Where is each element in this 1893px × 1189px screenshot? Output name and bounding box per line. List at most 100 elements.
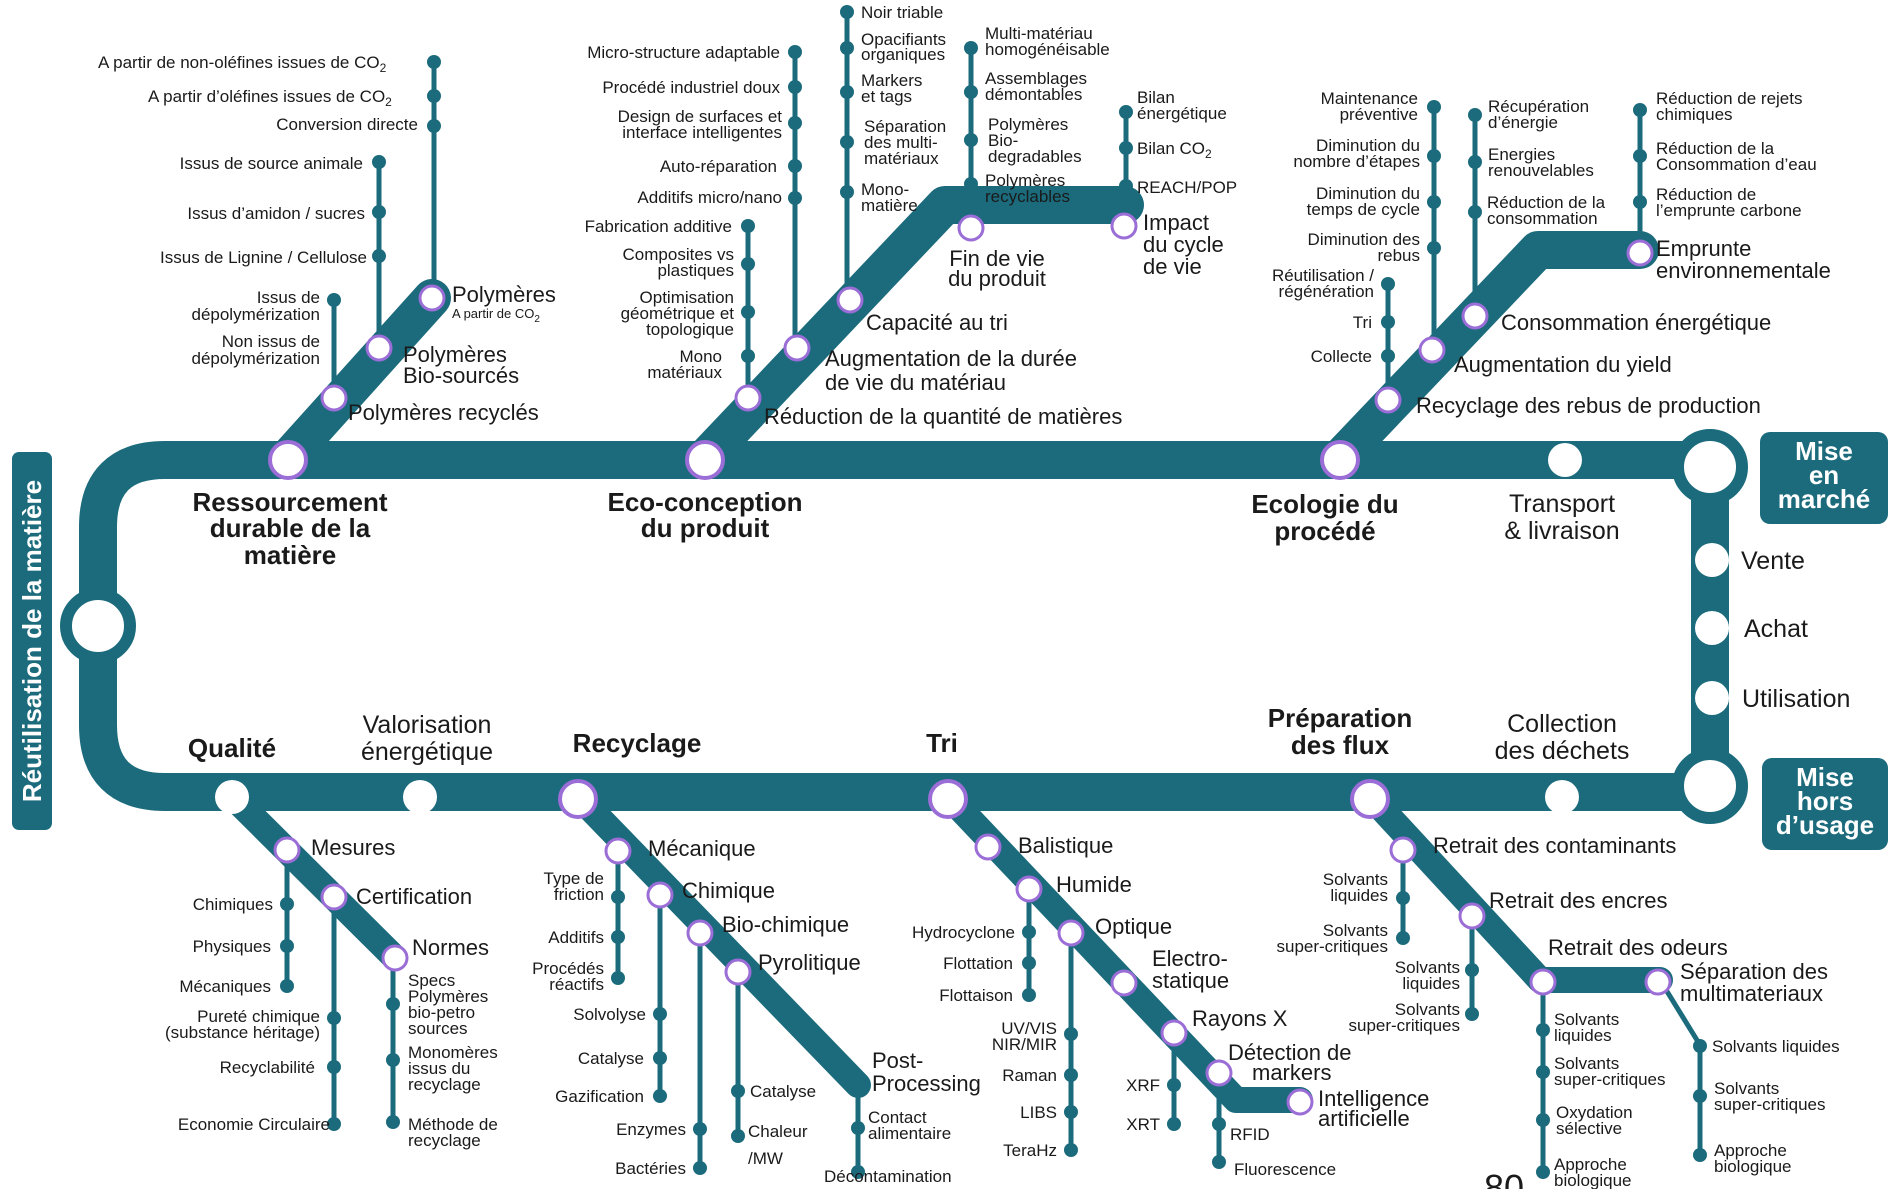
- label-directe: Conversion directe: [276, 115, 418, 134]
- label-contact-1: Contact: [868, 1108, 927, 1127]
- label-bio-1b: biologique: [1554, 1171, 1632, 1189]
- label-mono-mat-2: matériaux: [647, 363, 722, 382]
- ressourcement-branch-labels: Polymères recyclés Polymères Bio-sourcés…: [348, 282, 556, 425]
- mise-label-2: en: [1809, 460, 1839, 490]
- qualite-right-labels: Specs Polymères bio-petro sources Monomè…: [408, 971, 498, 1150]
- label-oxydation-1: Oxydation: [1556, 1103, 1633, 1122]
- station-transport-1: Transport: [1509, 490, 1615, 518]
- tri-left-labels: Hydrocyclone Flottation Flottaison UV/VI…: [912, 923, 1160, 1160]
- ecoconception-right-labels: Noir triable Opacifiants organiques Mark…: [861, 3, 1237, 215]
- label-purete-2: (substance héritage): [165, 1023, 320, 1042]
- label-rebus-production: Recyclage des rebus de production: [1416, 393, 1761, 418]
- qualite-branch-track: [219, 783, 408, 971]
- label-type-friction-1: Type de: [544, 869, 605, 888]
- label-normes: Normes: [412, 935, 489, 960]
- label-specs-3: bio-petro: [408, 1003, 475, 1022]
- label-opacifiants-1: Opacifiants: [861, 30, 946, 49]
- label-diminution-temps-1: Diminution du: [1316, 184, 1420, 203]
- label-electro-2: statique: [1152, 968, 1229, 993]
- label-biodegradables-3: degradables: [988, 147, 1082, 166]
- label-solv-sc-3b: super-critiques: [1554, 1070, 1666, 1089]
- label-reutilisation-1: Réutilisation /: [1272, 266, 1374, 285]
- label-humide: Humide: [1056, 872, 1132, 897]
- label-collecte: Collecte: [1311, 347, 1372, 366]
- label-solv-sc-4b: super-critiques: [1714, 1095, 1826, 1114]
- label-xrt: XRT: [1126, 1115, 1160, 1134]
- label-assemblages-2: démontables: [985, 85, 1082, 104]
- label-methode-1: Méthode de: [408, 1115, 498, 1134]
- ecologie-right-labels: Récupération d’énergie Energies renouvel…: [1487, 89, 1817, 228]
- ecologie-left-labels: Réutilisation / régénération Tri Collect…: [1272, 89, 1420, 366]
- label-monomatiere-1: Mono-: [861, 180, 909, 199]
- label-eau-2: Consommation d’eau: [1656, 155, 1817, 174]
- label-procede-doux: Procédé industriel doux: [602, 78, 780, 97]
- label-procedes-2: réactifs: [549, 975, 604, 994]
- label-solvolyse: Solvolyse: [573, 1005, 646, 1024]
- label-capacite-tri: Capacité au tri: [866, 310, 1008, 335]
- label-polymeres-recycles: Polymères recyclés: [348, 400, 539, 425]
- label-fluorescence: Fluorescence: [1234, 1160, 1336, 1179]
- sub-stations: [280, 5, 1707, 1179]
- label-xrf: XRF: [1126, 1076, 1160, 1095]
- tri-branch-track: [935, 783, 1313, 1113]
- label-chaleur-2: /MW: [748, 1149, 783, 1168]
- label-methode-2: recyclage: [408, 1131, 481, 1150]
- label-gazification: Gazification: [555, 1087, 644, 1106]
- station-ecoconception-2: du produit: [641, 513, 770, 543]
- tri-right-labels: RFID Fluorescence: [1230, 1125, 1336, 1179]
- label-maintenance-2: préventive: [1340, 105, 1418, 124]
- label-monomatiere-2: matière: [861, 196, 918, 215]
- label-certification: Certification: [356, 884, 472, 909]
- station-ressourcement-1: Ressourcement: [192, 487, 387, 517]
- station-tri: Tri: [926, 728, 958, 758]
- label-empreinte-2: environnementale: [1656, 258, 1831, 283]
- station-achat: Achat: [1744, 615, 1808, 643]
- label-recyclables-1: Polymères: [985, 171, 1065, 190]
- label-consommation-energetique: Consommation énergétique: [1501, 310, 1771, 335]
- label-markers-2: et tags: [861, 87, 912, 106]
- label-solv-sc-1b: super-critiques: [1277, 937, 1389, 956]
- label-oxydation-2: sélective: [1556, 1119, 1622, 1138]
- label-recup-energie-1: Récupération: [1488, 97, 1589, 116]
- label-olefines: A partir d’oléfines issues de CO2: [148, 87, 392, 109]
- label-rfid: RFID: [1230, 1125, 1270, 1144]
- label-markers-1: Markers: [861, 71, 922, 90]
- label-postprocessing-1: Post-: [872, 1048, 923, 1073]
- mise-en-marche-badge: Mise en marché: [1760, 432, 1888, 524]
- label-recyclabilite: Recyclabilité: [220, 1058, 315, 1077]
- station-collection-1: Collection: [1507, 710, 1617, 738]
- label-terahz: TeraHz: [1003, 1141, 1057, 1160]
- label-eco-tri: Tri: [1353, 313, 1372, 332]
- label-chimiques: Chimiques: [193, 895, 273, 914]
- label-specs-4: sources: [408, 1019, 468, 1038]
- label-impact-1: Impact: [1143, 210, 1209, 235]
- label-solv-liq-1b: liquides: [1330, 886, 1388, 905]
- recyclage-left-labels: Type de friction Additifs Procédés réact…: [532, 869, 686, 1178]
- label-recup-energie-2: d’énergie: [1488, 113, 1558, 132]
- main-station-labels: Ressourcement durable de la matière Eco-…: [188, 487, 1412, 763]
- station-transport-2: & livraison: [1504, 517, 1619, 545]
- label-biosources-1: Polymères: [403, 342, 507, 367]
- label-flottaison: Flottaison: [939, 986, 1013, 1005]
- label-postprocessing-2: Processing: [872, 1071, 981, 1096]
- label-fabrication: Fabrication additive: [585, 217, 732, 236]
- label-lignine: Issus de Lignine / Cellulose: [160, 248, 367, 267]
- label-solv-liq-3b: liquides: [1554, 1026, 1612, 1045]
- label-raman: Raman: [1002, 1066, 1057, 1085]
- label-purete-1: Pureté chimique: [197, 1007, 320, 1026]
- label-rejets-2: chimiques: [1656, 105, 1733, 124]
- label-carbone-1: Réduction de: [1656, 185, 1756, 204]
- label-duree-1: Augmentation de la durée: [825, 346, 1077, 371]
- branch-stations: [273, 212, 1672, 1116]
- label-diminution-rebus-2: rebus: [1377, 246, 1420, 265]
- label-contaminants: Retrait des contaminants: [1433, 833, 1676, 858]
- preparation-branch-labels: Retrait des contaminants Retrait des enc…: [1433, 833, 1828, 1006]
- label-diminution-etapes-1: Diminution du: [1316, 136, 1420, 155]
- label-diminution-etapes-2: nombre d’étapes: [1293, 152, 1420, 171]
- label-bacteries: Bactéries: [615, 1159, 686, 1178]
- label-odeurs: Retrait des odeurs: [1548, 935, 1728, 960]
- label-mesures: Mesures: [311, 835, 395, 860]
- recyclage-right-labels: Catalyse Chaleur /MW Contact alimentaire…: [748, 1082, 952, 1186]
- page-number: 80: [1484, 1167, 1524, 1189]
